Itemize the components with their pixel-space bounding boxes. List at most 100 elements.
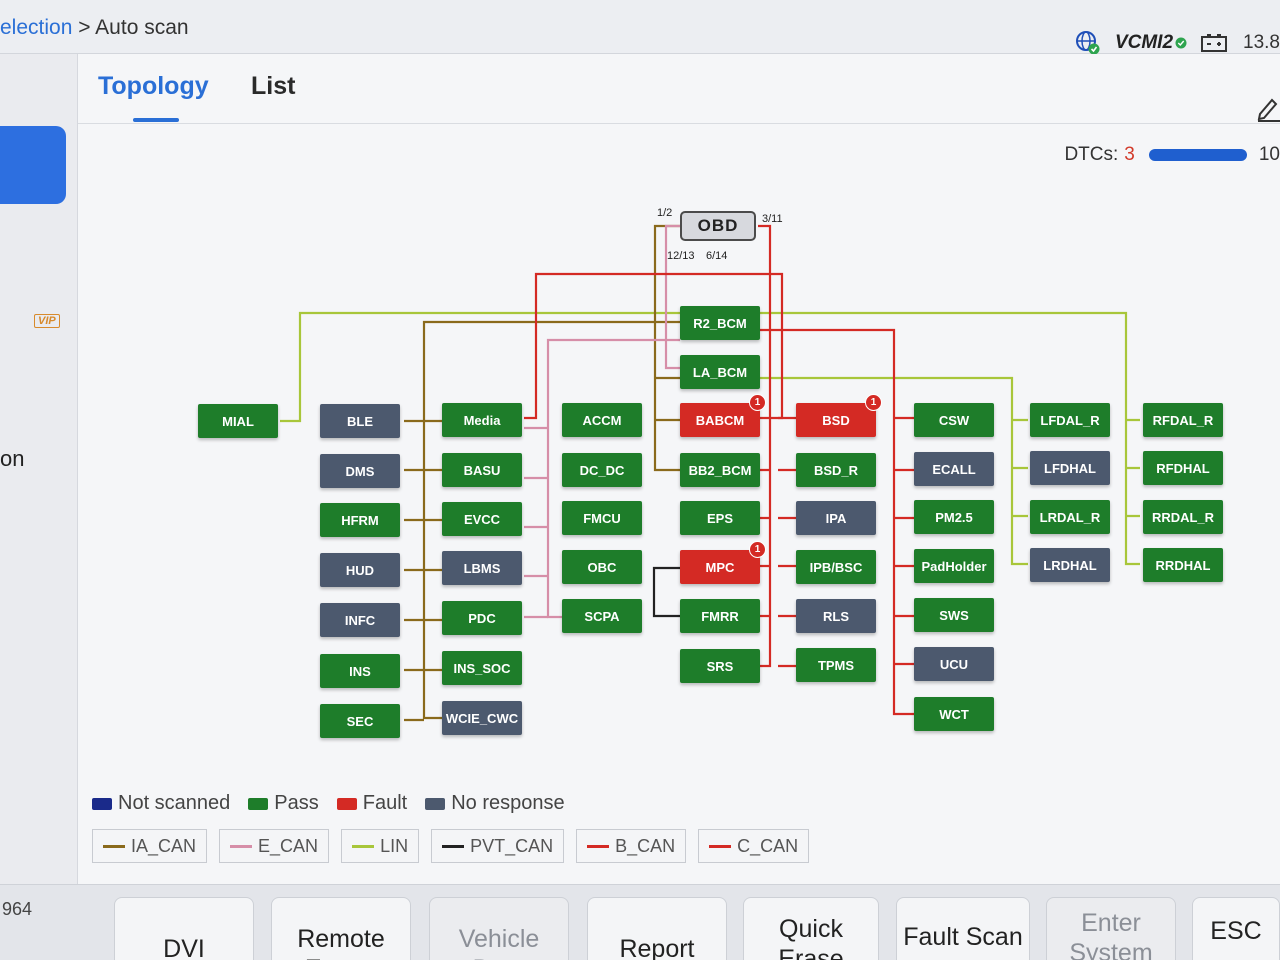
dtc-progress-bar <box>1148 149 1247 161</box>
module-dms[interactable]: DMS <box>320 454 400 488</box>
module-ecall[interactable]: ECALL <box>914 452 994 486</box>
wire-lin-ladoors <box>760 376 1028 566</box>
module-ins-soc[interactable]: INS_SOC <box>442 651 522 685</box>
module-rfdal-r[interactable]: RFDAL_R <box>1143 403 1223 437</box>
module-bb2-bcm[interactable]: BB2_BCM <box>680 453 760 487</box>
module-rrdal-r[interactable]: RRDAL_R <box>1143 500 1223 534</box>
network-globe-icon[interactable] <box>1075 30 1101 56</box>
module-mial[interactable]: MIAL <box>198 404 278 438</box>
wire-lin-right <box>1126 418 1140 518</box>
module-label: LRDHAL <box>1043 557 1097 573</box>
enter-system-button[interactable]: Enter System <box>1046 897 1176 960</box>
module-pm2-5[interactable]: PM2.5 <box>914 500 994 534</box>
module-media[interactable]: Media <box>442 403 522 437</box>
vip-badge: VIP <box>34 314 60 328</box>
module-basu[interactable]: BASU <box>442 453 522 487</box>
module-srs[interactable]: SRS <box>680 649 760 683</box>
dtc-summary: DTCs: 3 10 <box>1064 144 1280 166</box>
quick-erase-button[interactable]: Quick Erase <box>743 897 879 960</box>
tab-topology[interactable]: Topology <box>98 72 209 100</box>
module-lfdal-r[interactable]: LFDAL_R <box>1030 403 1110 437</box>
module-lrdal-r[interactable]: LRDAL_R <box>1030 500 1110 534</box>
dvi-button[interactable]: DVI <box>114 897 254 960</box>
bus-lin[interactable]: LIN <box>341 829 420 863</box>
module-sws[interactable]: SWS <box>914 598 994 632</box>
module-ipa[interactable]: IPA <box>796 501 876 535</box>
module-label: OBC <box>587 559 617 575</box>
edit-icon[interactable] <box>1254 94 1280 127</box>
remote-expert-button[interactable]: Remote Expert <box>271 897 411 960</box>
module-dc-dc[interactable]: DC_DC <box>562 453 642 487</box>
module-infc[interactable]: INFC <box>320 603 400 637</box>
module-pdc[interactable]: PDC <box>442 601 522 635</box>
bottom-left-number: 964 <box>2 899 33 919</box>
bus-ia-can[interactable]: IA_CAN <box>92 829 208 863</box>
module-csw[interactable]: CSW <box>914 403 994 437</box>
module-scpa[interactable]: SCPA <box>562 599 642 633</box>
module-rfdhal[interactable]: RFDHAL <box>1143 451 1223 485</box>
legend-swatch <box>425 797 446 810</box>
view-tabs: Topology List <box>78 54 1280 124</box>
bus-c-can[interactable]: C_CAN <box>698 829 810 863</box>
left-menu-label[interactable]: on <box>0 446 25 471</box>
dtc-count: 3 <box>1124 144 1135 165</box>
obd-connector[interactable]: OBD <box>680 211 756 241</box>
module-wcie-cwc[interactable]: WCIE_CWC <box>442 701 522 735</box>
report-button[interactable]: Report <box>587 897 727 960</box>
bus-pvt-can[interactable]: PVT_CAN <box>431 829 565 863</box>
module-tpms[interactable]: TPMS <box>796 648 876 682</box>
breadcrumb-link[interactable]: election <box>0 16 73 39</box>
tab-list[interactable]: List <box>251 72 296 100</box>
esc-button[interactable]: ESC <box>1192 897 1280 960</box>
module-label: PDC <box>468 610 496 626</box>
module-fmcu[interactable]: FMCU <box>562 501 642 535</box>
module-obc[interactable]: OBC <box>562 550 642 584</box>
legend-swatch <box>336 797 357 810</box>
module-bsd-r[interactable]: BSD_R <box>796 453 876 487</box>
module-label: R2_BCM <box>693 315 747 331</box>
module-lbms[interactable]: LBMS <box>442 551 522 585</box>
bus-b-can[interactable]: B_CAN <box>576 829 687 863</box>
dtc-badge: 1 <box>749 394 766 411</box>
status-legend: Not scanned Pass Fault No response <box>92 792 565 815</box>
module-fmrr[interactable]: FMRR <box>680 599 760 633</box>
legend-swatch <box>92 797 112 810</box>
module-hud[interactable]: HUD <box>320 553 400 587</box>
module-label: BSD <box>822 412 850 428</box>
module-label: BABCM <box>695 412 745 428</box>
module-label: IPA <box>825 510 847 526</box>
fault-scan-button[interactable]: Fault Scan <box>896 897 1030 960</box>
module-ins[interactable]: INS <box>320 654 400 688</box>
vehicle-data-button[interactable]: Vehicle Data <box>429 897 569 960</box>
module-label: EVCC <box>463 511 501 527</box>
bus-e-can[interactable]: E_CAN <box>219 829 330 863</box>
wire-bcan-media <box>524 272 784 420</box>
legend-pass: Pass <box>248 792 319 815</box>
module-rrdhal[interactable]: RRDHAL <box>1143 548 1223 582</box>
module-lfdhal[interactable]: LFDHAL <box>1030 451 1110 485</box>
module-eps[interactable]: EPS <box>680 501 760 535</box>
module-ucu[interactable]: UCU <box>914 647 994 681</box>
module-ipb-bsc[interactable]: IPB/BSC <box>796 550 876 584</box>
module-label: SEC <box>346 713 374 729</box>
module-la-bcm[interactable]: LA_BCM <box>680 355 760 389</box>
legend-not-scanned: Not scanned <box>92 792 230 815</box>
left-active-item[interactable] <box>0 126 66 204</box>
module-padholder[interactable]: PadHolder <box>914 549 994 583</box>
module-sec[interactable]: SEC <box>320 704 400 738</box>
module-label: IPB/BSC <box>809 559 863 575</box>
module-lrdhal[interactable]: LRDHAL <box>1030 548 1110 582</box>
module-r2-bcm[interactable]: R2_BCM <box>680 306 760 340</box>
module-accm[interactable]: ACCM <box>562 403 642 437</box>
module-ble[interactable]: BLE <box>320 404 400 438</box>
obd-pin-bottom-right: 6/14 <box>706 250 728 262</box>
module-wct[interactable]: WCT <box>914 697 994 731</box>
voltage-readout: 13.8 <box>1243 32 1280 53</box>
module-hfrm[interactable]: HFRM <box>320 503 400 537</box>
module-evcc[interactable]: EVCC <box>442 502 522 536</box>
module-rls[interactable]: RLS <box>796 599 876 633</box>
status-area: VCMI2 13.8 <box>1075 28 1280 58</box>
